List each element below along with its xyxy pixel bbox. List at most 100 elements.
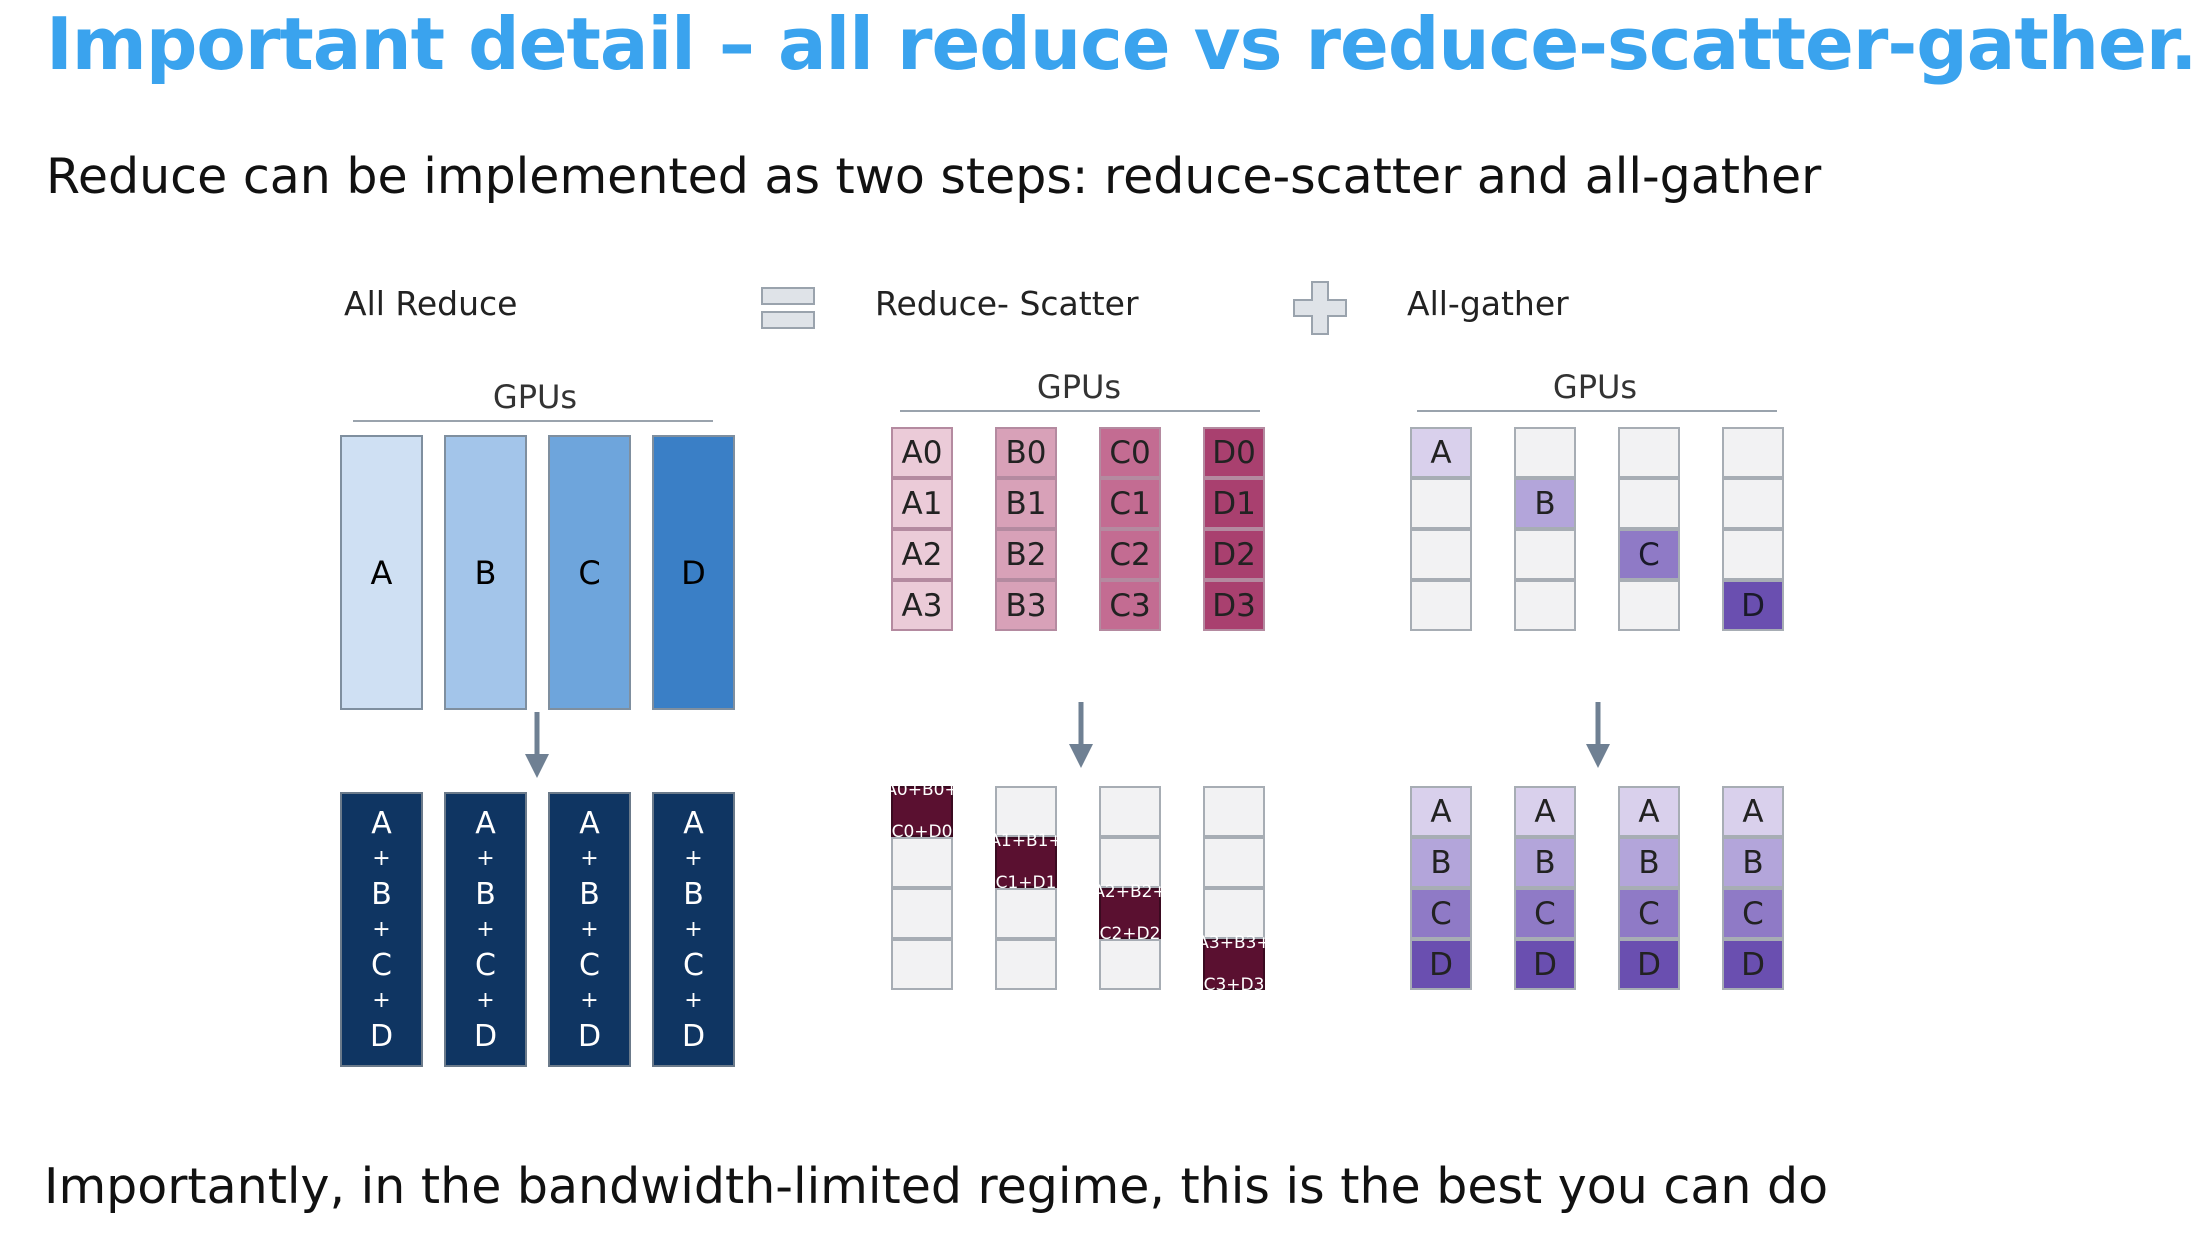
all-gather-label: All-gather: [1407, 284, 1569, 323]
empty-cell: [995, 939, 1057, 990]
gathered-input-b: B: [1514, 478, 1576, 529]
empty-cell: [1410, 529, 1472, 580]
plus-sign: +: [372, 987, 391, 1013]
shard-d0: D0: [1203, 427, 1265, 478]
term-b: B: [579, 876, 600, 912]
gathered-cell-c: C: [1722, 888, 1784, 939]
gpu-input-b: B: [444, 435, 527, 710]
plus-sign: +: [684, 987, 703, 1013]
term-b: B: [475, 876, 496, 912]
all-reduce-gpus-line: [353, 420, 713, 422]
reduced-shard-text: A0+B0+: [885, 780, 959, 800]
equals-icon: [761, 287, 815, 329]
gathered-cell-a: A: [1618, 786, 1680, 837]
term-b: B: [371, 876, 392, 912]
term-d: D: [577, 1018, 602, 1054]
plus-icon: [1293, 281, 1347, 335]
empty-cell: [1203, 837, 1265, 888]
gathered-cell-b: B: [1618, 837, 1680, 888]
gathered-cell-d: D: [1618, 939, 1680, 990]
term-b: B: [683, 876, 704, 912]
shard-a0: A0: [891, 427, 953, 478]
empty-cell: [1099, 837, 1161, 888]
shard-c3: C3: [1099, 580, 1161, 631]
empty-cell: [1722, 427, 1784, 478]
reduced-shard-1: A1+B1+C1+D1: [989, 831, 1062, 893]
all-reduce-label: All Reduce: [344, 284, 518, 323]
empty-cell: [1203, 888, 1265, 939]
plus-sign: +: [476, 845, 495, 871]
shard-c2: C2: [1099, 529, 1161, 580]
plus-sign: +: [372, 845, 391, 871]
empty-cell: [995, 888, 1057, 939]
empty-cell: [1099, 786, 1161, 837]
empty-cell: [1514, 529, 1576, 580]
slide-subtitle: Reduce can be implemented as two steps: …: [46, 148, 1822, 205]
term-a: A: [579, 805, 600, 841]
term-c: C: [475, 947, 496, 983]
term-c: C: [371, 947, 392, 983]
empty-cell: [995, 786, 1057, 837]
gathered-cell-b: B: [1410, 837, 1472, 888]
all-gather-gpus-line: [1417, 410, 1777, 412]
gathered-cell-d: D: [1514, 939, 1576, 990]
gpu-input-a: A: [340, 435, 423, 710]
empty-cell: [1618, 580, 1680, 631]
empty-cell: [1514, 580, 1576, 631]
reduce-scatter-down-arrow-icon: [1069, 702, 1093, 768]
empty-cell: [891, 888, 953, 939]
slide-title: Important detail – all reduce vs reduce-…: [46, 2, 2196, 86]
shard-d1: D1: [1203, 478, 1265, 529]
gathered-cell-c: C: [1514, 888, 1576, 939]
empty-cell: [1618, 478, 1680, 529]
plus-sign: +: [476, 987, 495, 1013]
empty-cell: [891, 939, 953, 990]
gathered-cell-b: B: [1514, 837, 1576, 888]
gathered-input-c: C: [1618, 529, 1680, 580]
plus-sign: +: [580, 916, 599, 942]
all-gather-down-arrow-icon: [1586, 702, 1610, 768]
gathered-cell-c: C: [1410, 888, 1472, 939]
gpu-input-b-label: B: [474, 553, 497, 592]
shard-b2: B2: [995, 529, 1057, 580]
empty-cell: [891, 837, 953, 888]
shard-c0: C0: [1099, 427, 1161, 478]
term-a: A: [371, 805, 392, 841]
gpu-result-a: A+B+C+D: [340, 792, 423, 1067]
shard-d2: D2: [1203, 529, 1265, 580]
gathered-cell-c: C: [1618, 888, 1680, 939]
term-d: D: [681, 1018, 706, 1054]
all-reduce-down-arrow-icon: [525, 712, 549, 778]
gathered-input-d: D: [1722, 580, 1784, 631]
shard-a2: A2: [891, 529, 953, 580]
reduced-shard-text: C3+D3: [1203, 975, 1265, 995]
term-d: D: [369, 1018, 394, 1054]
empty-cell: [1410, 478, 1472, 529]
shard-b0: B0: [995, 427, 1057, 478]
shard-b1: B1: [995, 478, 1057, 529]
empty-cell: [1514, 427, 1576, 478]
term-d: D: [473, 1018, 498, 1054]
gpu-result-d: A+B+C+D: [652, 792, 735, 1067]
gpu-input-c-label: C: [578, 553, 601, 592]
empty-cell: [1722, 529, 1784, 580]
gathered-cell-a: A: [1410, 786, 1472, 837]
term-c: C: [579, 947, 600, 983]
reduce-scatter-label: Reduce- Scatter: [875, 284, 1139, 323]
empty-cell: [1099, 939, 1161, 990]
gpu-result-b: A+B+C+D: [444, 792, 527, 1067]
gpu-input-d-label: D: [681, 553, 706, 592]
reduced-shard-3: A3+B3+C3+D3: [1197, 933, 1270, 995]
all-reduce-gpus-label: GPUs: [492, 378, 578, 416]
empty-cell: [1618, 427, 1680, 478]
plus-sign: +: [580, 845, 599, 871]
reduced-shard-text: A2+B2+: [1093, 882, 1167, 902]
reduced-shard-0: A0+B0+C0+D0: [885, 780, 958, 842]
reduce-scatter-gpus-label: GPUs: [1036, 368, 1122, 406]
shard-b3: B3: [995, 580, 1057, 631]
reduced-shard-text: A1+B1+: [989, 831, 1063, 851]
plus-sign: +: [580, 987, 599, 1013]
gathered-cell-b: B: [1722, 837, 1784, 888]
gpu-input-a-label: A: [370, 553, 393, 592]
gathered-input-a: A: [1410, 427, 1472, 478]
